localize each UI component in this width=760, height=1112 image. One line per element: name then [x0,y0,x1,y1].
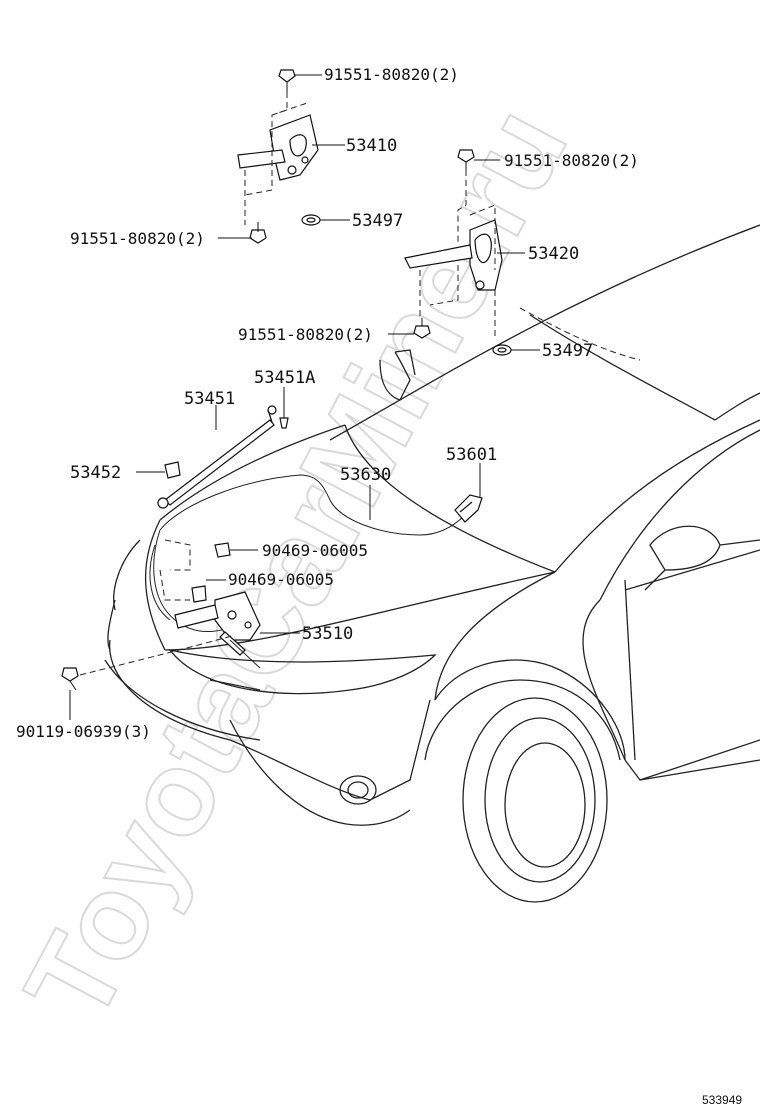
label-support-rod-clip: 53451A [254,368,315,388]
bolt-left-lower [249,222,267,244]
release-lever [454,494,483,523]
label-release-lever: 53601 [446,445,497,465]
support-rod [157,405,277,509]
lock-bolt [61,667,79,691]
reference-code: 533949 [702,1093,742,1107]
label-rod-holder: 53452 [70,463,121,483]
bolt-right-lower [413,318,431,339]
clip-upper [214,542,231,558]
label-bolt-top-right: 91551-80820(2) [504,151,639,170]
label-pad-left: 53497 [352,211,403,231]
label-clip-lower: 90469-06005 [228,570,334,589]
bolt-left-top [278,69,296,92]
hood-lock [174,591,261,656]
support-rod-clip [279,417,289,429]
label-bolt-right-lower: 91551-80820(2) [238,325,373,344]
label-support-rod: 53451 [184,389,235,409]
label-release-cable: 53630 [340,465,391,485]
label-hinge-right: 53420 [528,244,579,264]
label-hinge-left: 53410 [346,136,397,156]
pad-left [301,214,321,226]
label-pad-right: 53497 [542,341,593,361]
label-bolt-top-left: 91551-80820(2) [324,65,459,84]
label-bolt-left-lower: 91551-80820(2) [70,229,205,248]
label-hood-lock: 53510 [302,624,353,644]
hinge-left [237,114,319,181]
clip-lower [191,585,207,603]
pad-right [492,344,512,356]
label-lock-bolt: 90119-06939(3) [16,722,151,741]
rod-holder [164,461,181,479]
label-clip-upper: 90469-06005 [262,541,368,560]
leader-lines [69,74,540,720]
car-body-outline [104,224,760,903]
bolt-right-top [457,149,475,170]
